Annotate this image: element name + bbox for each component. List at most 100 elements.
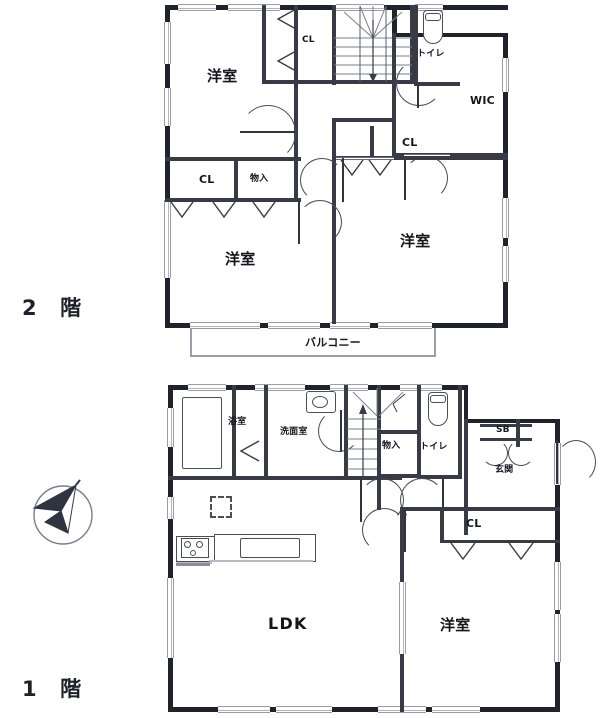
door-leaf-1f-toilet[interactable] xyxy=(442,478,444,522)
wall-2f-cl-east xyxy=(294,5,298,83)
toilet-tank-1f xyxy=(430,395,446,403)
window-1f-right-a xyxy=(554,562,561,610)
room-label-1f-bath: 浴室 xyxy=(228,417,247,427)
wall-1f-bed-north-stub xyxy=(400,507,444,511)
wall-1f-cl-top xyxy=(440,507,560,511)
room-label-2f-toilet: トイレ xyxy=(417,49,445,59)
window-1f-top-d xyxy=(400,384,442,391)
room-label-2f-bed-sw: 洋室 xyxy=(225,250,256,268)
toilet-tank-2f xyxy=(425,13,441,21)
door-leaf-2f-bed-nw[interactable] xyxy=(240,131,296,133)
front-door-arc[interactable] xyxy=(556,440,596,484)
door-leaf-1f-washroom[interactable] xyxy=(340,410,342,452)
wall-1f-bath-east xyxy=(232,385,236,479)
wall-1f-bottom xyxy=(168,707,560,712)
wall-1f-toilet-west xyxy=(417,385,421,479)
storage-door-2f[interactable] xyxy=(252,202,276,218)
door-arc-2f-toilet[interactable] xyxy=(396,60,442,106)
door-leaf-1f-bedroom[interactable] xyxy=(404,508,406,552)
closet-label-1f: CL xyxy=(466,517,482,530)
door-leaf-2f-wic[interactable] xyxy=(404,156,406,200)
window-1f-top-b xyxy=(255,384,305,391)
bath-door-1f[interactable] xyxy=(238,440,260,462)
room-label-2f-bed-se: 洋室 xyxy=(400,232,431,250)
shoebox-door-arc-a[interactable] xyxy=(482,440,508,466)
door-arc-1f-bedroom[interactable] xyxy=(362,508,406,552)
closet-door-track-2f-center[interactable] xyxy=(336,157,394,160)
wall-1f-left xyxy=(168,385,173,712)
stove-burner-c xyxy=(190,550,196,556)
vanity-basin-1f xyxy=(312,396,328,408)
closet-door-2f-top-b[interactable] xyxy=(275,50,297,72)
window-2f-right-b xyxy=(502,198,509,238)
wall-2f-sebed-west xyxy=(332,156,336,324)
closet-label-2f-left: CL xyxy=(199,173,215,186)
closet-door-2f-left-a[interactable] xyxy=(170,202,194,218)
closet-door-2f-center-a[interactable] xyxy=(340,160,364,176)
room-label-1f-genkan: 玄関 xyxy=(495,465,514,475)
wall-1f-genkan-top xyxy=(464,419,560,423)
door-arc-1f-toilet[interactable] xyxy=(400,478,444,522)
shoebox-door-arc-b[interactable] xyxy=(508,440,534,466)
storage-label-2f: 物入 xyxy=(250,174,269,184)
window-2f-right-c xyxy=(502,246,509,282)
closet-door-2f-left-b[interactable] xyxy=(212,202,236,218)
window-1f-right-b xyxy=(554,614,561,662)
door-leaf-2f-bed-sw[interactable] xyxy=(298,200,300,244)
door-leaf-2f-toilet[interactable] xyxy=(417,84,419,108)
window-2f-bottom-a xyxy=(190,322,260,329)
door-arc-2f-bed-nw[interactable] xyxy=(240,105,296,161)
kitchen-base-shadow xyxy=(176,563,210,566)
wall-2f-swbed-closet-bottom xyxy=(165,198,301,202)
window-1f-bath xyxy=(167,425,174,447)
wall-2f-wic-south xyxy=(392,153,508,157)
window-2f-top-b xyxy=(228,4,280,11)
window-1f-left-b xyxy=(167,497,174,519)
wall-1f-storage-top xyxy=(377,430,417,434)
window-1f-left-c xyxy=(167,578,174,658)
door-arc-2f-bed-sw[interactable] xyxy=(298,200,342,244)
window-1f-bottom-a xyxy=(218,706,270,713)
floor-label-1f: 1 階 xyxy=(22,677,83,701)
closet-door-1f-a[interactable] xyxy=(450,543,476,560)
door-arc-1f-washroom[interactable] xyxy=(318,410,360,452)
balcony-edge-left xyxy=(190,328,192,356)
pillar-1f xyxy=(210,496,232,518)
window-1f-top-c xyxy=(330,384,368,391)
room-label-1f-toilet: トイレ xyxy=(420,442,448,452)
room-label-1f-washroom: 洗面室 xyxy=(280,427,308,437)
door-leaf-1f-storage[interactable] xyxy=(360,478,362,522)
door-arc-1f-storage[interactable] xyxy=(360,478,404,522)
wall-2f-wic-top xyxy=(392,33,508,37)
wall-2f-swbed-closet-top xyxy=(165,157,301,161)
wall-1f-stair-mid xyxy=(377,385,381,431)
wall-2f-clc-div xyxy=(370,126,374,156)
wall-2f-clc-top xyxy=(332,118,394,122)
window-2f-bottom-c xyxy=(330,322,370,329)
door-leaf-2f-bed-se[interactable] xyxy=(342,158,344,202)
room-label-1f-ldk: LDK xyxy=(268,614,308,633)
wall-2f-toilet-west xyxy=(414,5,418,85)
window-1f-bottom-d xyxy=(432,706,480,713)
wall-1f-toilet-east xyxy=(458,385,462,479)
closet-door-1f-b[interactable] xyxy=(508,543,534,560)
wall-2f-stair-west xyxy=(332,5,336,85)
window-2f-left-b xyxy=(164,88,171,126)
wall-2f-wic-west xyxy=(392,33,396,157)
wall-1f-sb-bottom xyxy=(480,438,532,441)
wall-1f-cl-west xyxy=(440,507,444,543)
closet-door-2f-top-a[interactable] xyxy=(275,8,297,30)
room-label-2f-bed-nw: 洋室 xyxy=(207,67,238,85)
wall-1f-genkan-east-upper xyxy=(516,419,520,447)
storage-label-1f: 物入 xyxy=(382,441,401,451)
door-arc-2f-bed-se[interactable] xyxy=(300,158,344,202)
wall-2f-clc-west xyxy=(332,118,336,156)
door-arc-2f-wic[interactable] xyxy=(404,156,448,200)
closet-label-2f-center: CL xyxy=(402,136,418,149)
wall-1f-wet-bottom xyxy=(168,476,402,480)
front-door-leaf[interactable] xyxy=(556,440,558,484)
closet-door-2f-center-b[interactable] xyxy=(368,160,392,176)
wall-1f-cl-bottom xyxy=(440,540,560,543)
window-2f-right-a xyxy=(502,58,509,92)
